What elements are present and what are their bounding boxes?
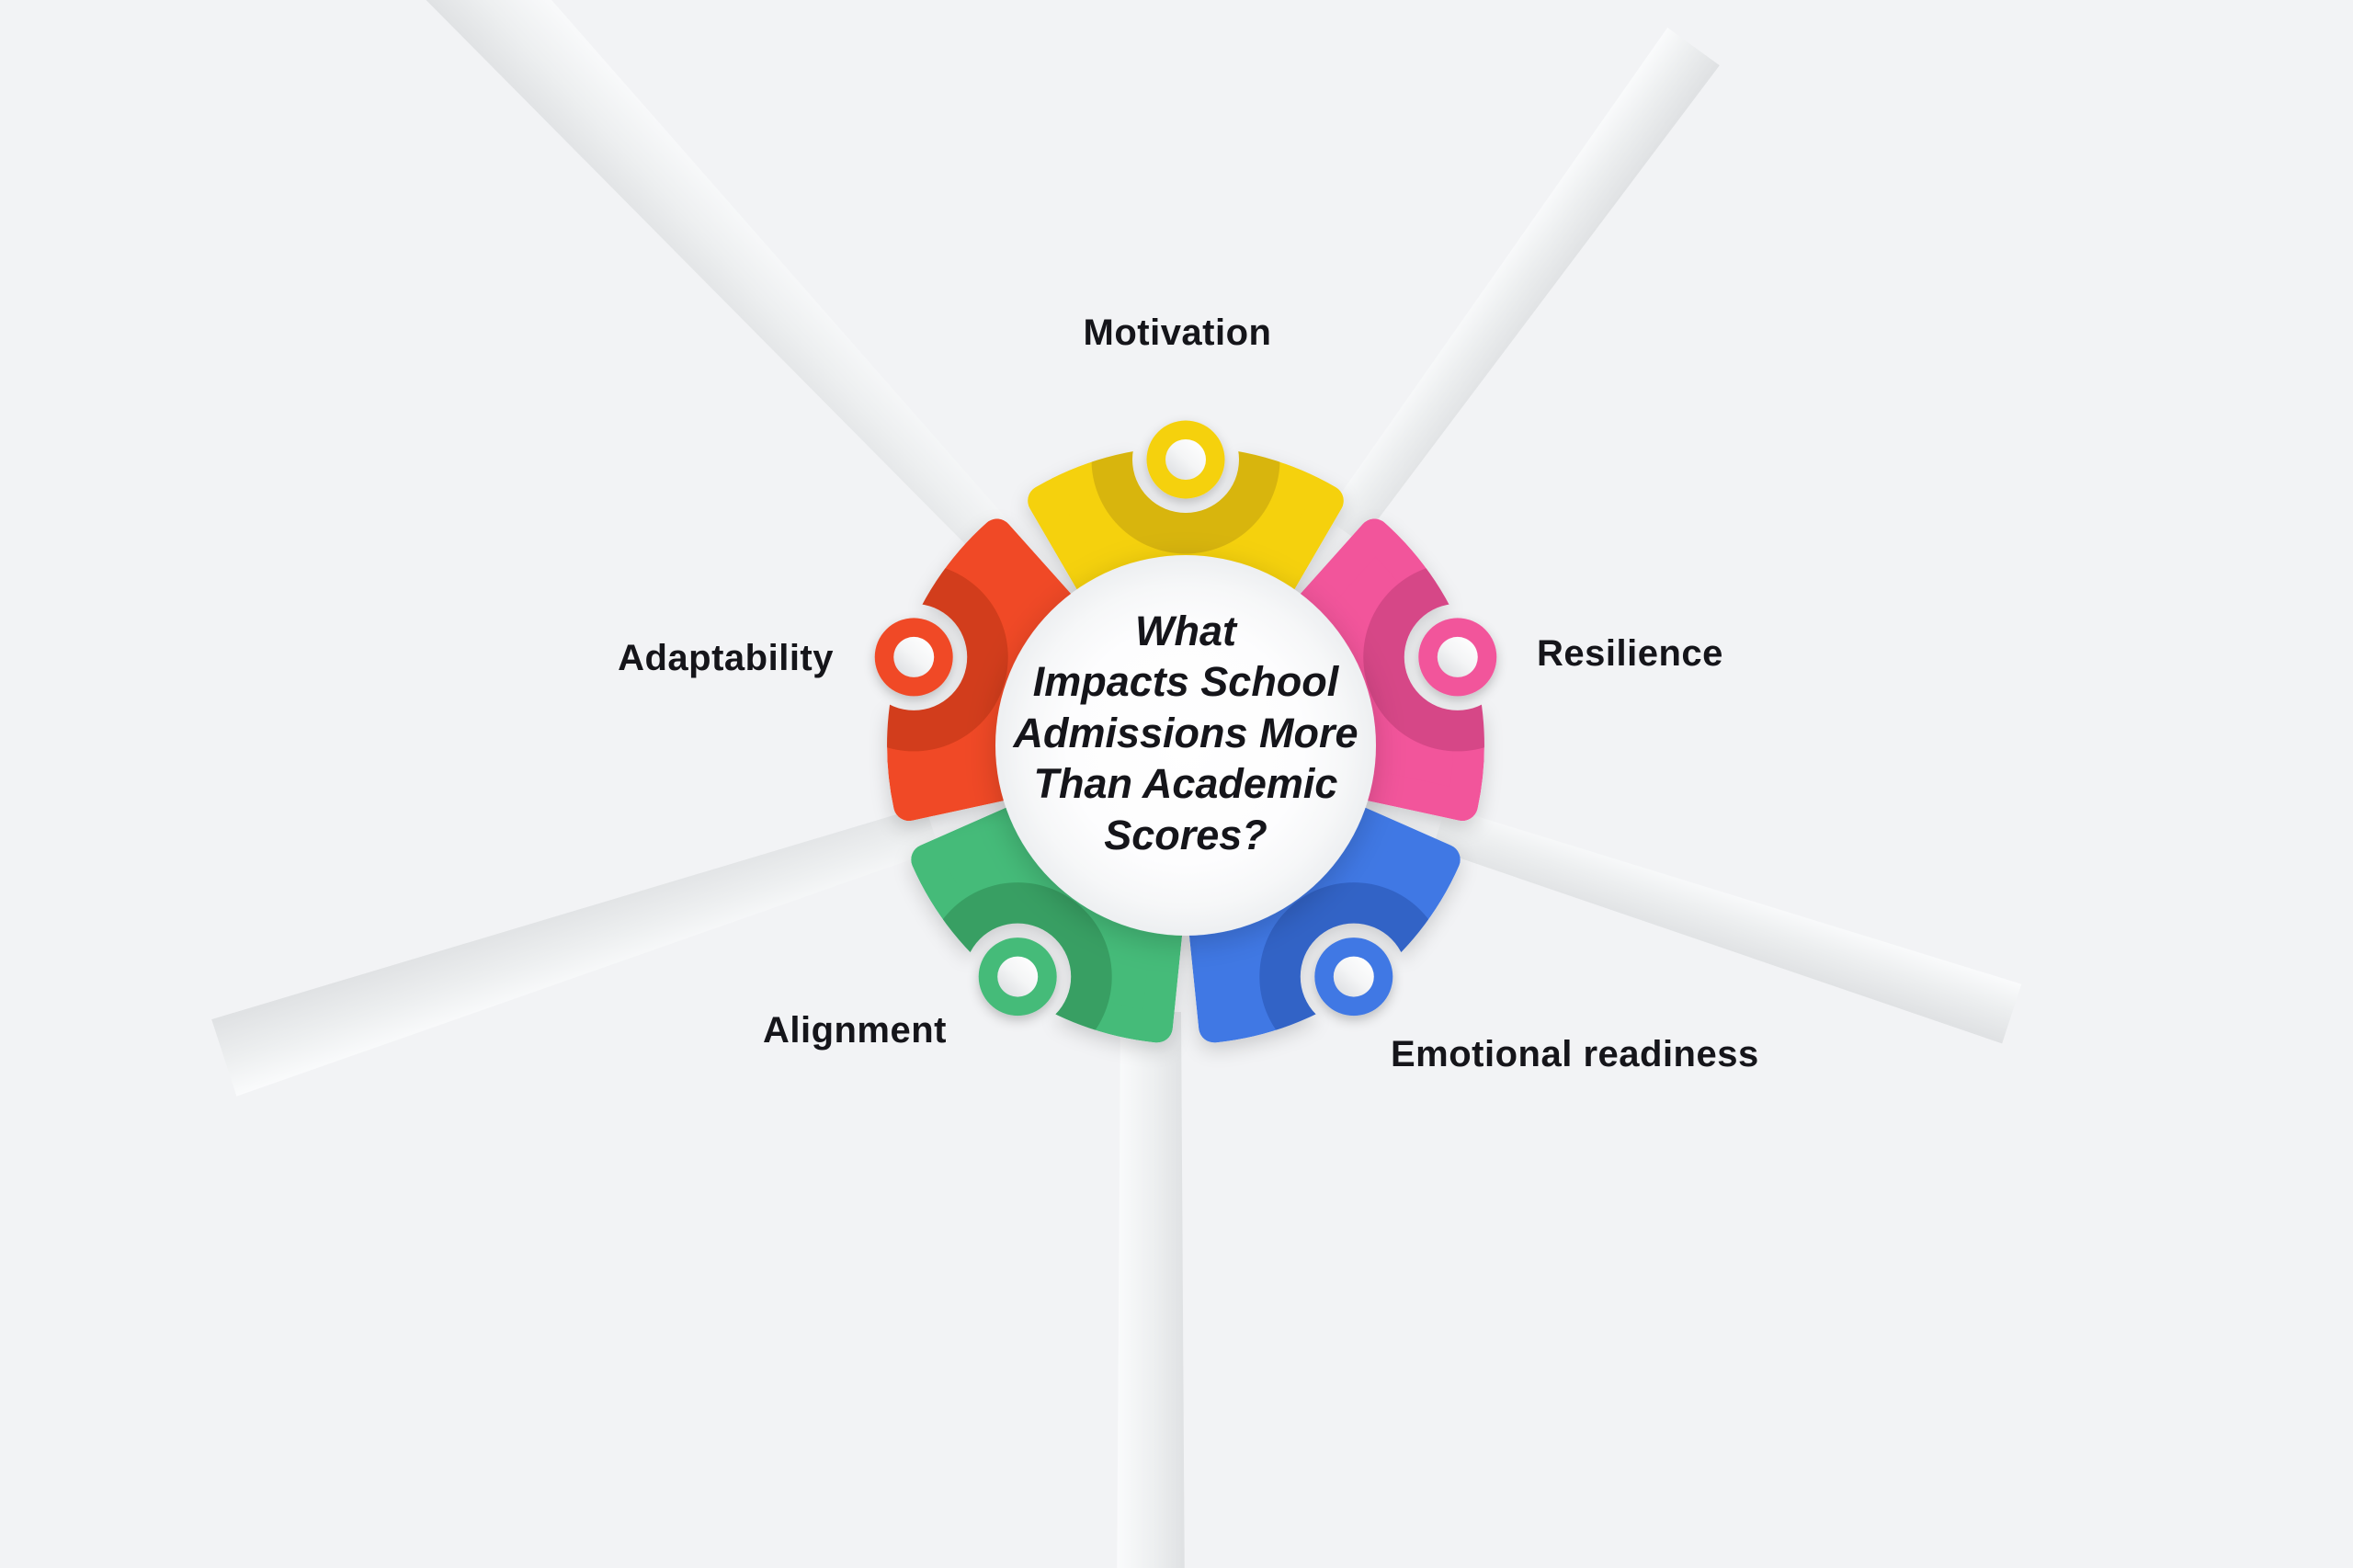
center-circle [995,555,1376,936]
segment-label-emotional-readiness: Emotional readiness [1391,1034,1759,1074]
ring-hole [1333,956,1374,997]
ring-hole [1437,636,1478,677]
ray-beam [211,805,939,1096]
segment-label-alignment: Alignment [763,1010,947,1051]
alignment-ring-icon [978,937,1057,1017]
segment-label-motivation: Motivation [1084,312,1272,353]
center-title-line: What [1135,608,1238,654]
emotional-readiness-ring-icon [1314,937,1393,1017]
ray-beam [426,0,1021,566]
segment-inner-shade [1363,562,1552,752]
resilience-ring-icon [1418,618,1497,697]
segment-label-resilience: Resilience [1537,633,1723,674]
center-title-line: Than Academic [1034,760,1338,807]
ring-hole [1165,439,1206,480]
center-title-line: Admissions More [1012,710,1358,756]
center-title-line: Scores? [1104,812,1267,858]
center-title-line: Impacts School [1033,658,1340,705]
segment-inner-shade [1259,882,1449,1072]
ray-beam [1432,806,2022,1044]
light-rays [211,0,2022,1568]
segment-inner-shade [923,882,1112,1072]
segment-motivation [1028,365,1344,597]
ring-hole [997,956,1039,997]
ray-beam [1324,28,1720,543]
ray-beam [1117,1012,1185,1568]
segment-inner-shade [819,562,1008,752]
ring-hole [893,636,935,677]
adaptability-ring-icon [874,618,953,697]
segment-label-adaptability: Adaptability [618,638,834,678]
segment-inner-shade [1091,365,1280,554]
motivation-ring-icon [1146,420,1225,499]
